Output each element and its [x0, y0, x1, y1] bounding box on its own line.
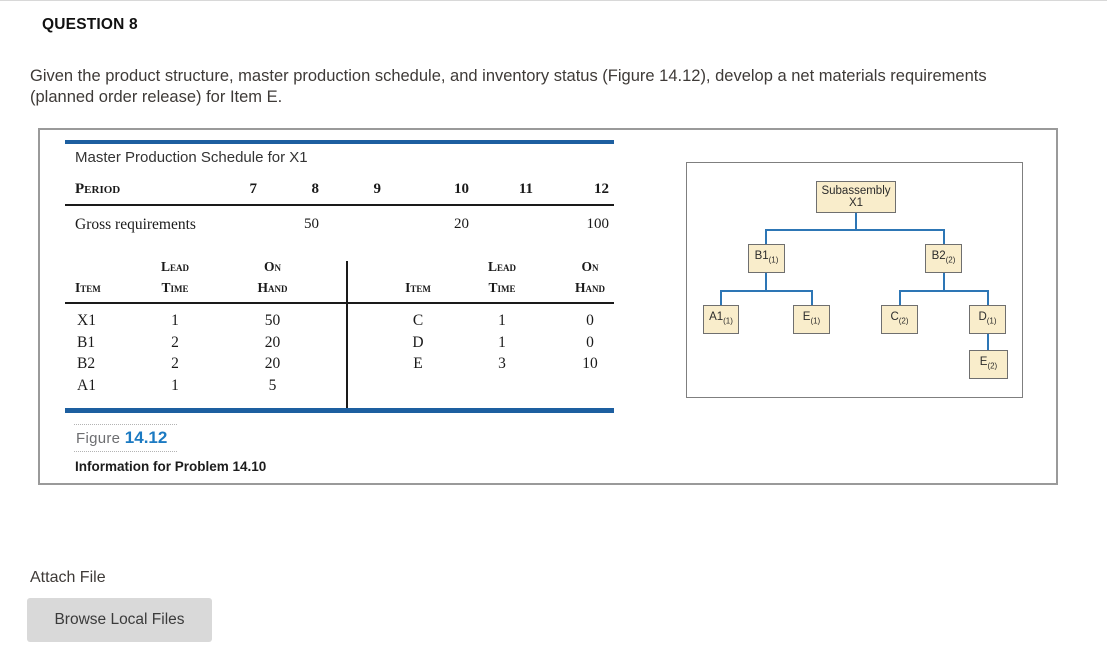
connector-d-e2-stem	[987, 334, 989, 351]
tree-node-a1: A1(1)	[703, 305, 739, 334]
mps-gross-row: 50 20 100	[65, 216, 614, 236]
mps-header-rule	[65, 204, 614, 206]
page-top-divider	[0, 0, 1107, 1]
inv-table-left: X1 1 50 B1 2 20 B2 2 20 A1 1 5	[75, 312, 330, 398]
inv-cell: 0	[586, 333, 594, 351]
figure-caption-word: Figure	[76, 430, 121, 447]
inv-cell: 20	[264, 333, 281, 351]
inv-cell: B2	[77, 355, 96, 372]
connector-b1-stem	[765, 273, 767, 291]
inv-cell: 0	[586, 312, 594, 329]
tree-node-x1-line1: Subassembly	[821, 185, 891, 197]
inv-cell: 3	[498, 355, 506, 372]
inv-cell: D	[412, 333, 424, 351]
inv-cell: 1	[171, 312, 179, 329]
product-structure-diagram: Subassembly X1 B1(1) B2(2) A1(1) E(1) C(…	[686, 162, 1023, 398]
inv-cell: 10	[582, 355, 598, 372]
tree-node-d: D(1)	[969, 305, 1006, 334]
mps-period-9: 9	[373, 181, 382, 197]
mps-period-7: 7	[249, 181, 258, 197]
inv-cell: C	[412, 312, 424, 329]
inv-left-item-header: Item	[75, 280, 101, 295]
inv-right-item-header: Item	[405, 280, 431, 295]
figure-caption-subtitle: Information for Problem 14.10	[75, 459, 267, 474]
tree-node-e2: E(2)	[969, 350, 1008, 379]
mps-gross-p12: 100	[586, 216, 610, 232]
tree-node-x1-line2: X1	[848, 197, 864, 209]
mps-period-row: 7 8 9 10 11 12	[65, 181, 614, 201]
tree-node-x1: Subassembly X1	[816, 181, 896, 213]
inv-bottom-rule	[65, 408, 614, 413]
inv-cell: E	[413, 355, 423, 372]
connector-b2-drop	[943, 229, 945, 245]
mps-gross-label: Gross requirements	[75, 216, 196, 233]
mps-gross-p8: 50	[304, 216, 319, 232]
connector-b1-drop	[765, 229, 767, 245]
inv-cell: 20	[264, 355, 281, 372]
connector-root-stem	[855, 213, 857, 230]
connector-b2-stem	[943, 273, 945, 291]
mps-period-label: Period	[75, 181, 121, 197]
inv-cell: B1	[77, 333, 96, 351]
mps-title: Master Production Schedule for X1	[75, 149, 308, 166]
inv-left-lead-header-2: Time	[161, 280, 189, 295]
inv-cell: 1	[498, 312, 506, 329]
inv-cell: 1	[498, 333, 506, 351]
inv-table-right: C 1 0 D 1 0 E 3 10	[380, 312, 632, 377]
connector-e1-drop	[811, 290, 813, 306]
tree-node-c: C(2)	[881, 305, 918, 334]
inv-cell: X1	[77, 312, 96, 329]
inv-right-lead-header-2: Time	[488, 280, 516, 295]
browse-local-files-button[interactable]: Browse Local Files	[27, 598, 212, 642]
inv-header-rule	[65, 302, 614, 304]
inv-cell: A1	[77, 376, 96, 394]
inv-cell: 2	[171, 355, 179, 372]
connector-b2-rail	[899, 290, 989, 292]
mps-period-12: 12	[594, 181, 609, 197]
inv-left-onhand-header-2: Hand	[257, 280, 288, 295]
tree-node-b1: B1(1)	[748, 244, 785, 273]
inv-cell: 2	[171, 333, 179, 351]
connector-b1-rail	[720, 290, 813, 292]
question-title: QUESTION 8	[42, 16, 138, 33]
connector-a1-drop	[720, 290, 722, 306]
inv-vertical-divider	[346, 261, 348, 411]
mps-period-10: 10	[454, 181, 469, 197]
tree-node-e1: E(1)	[793, 305, 830, 334]
inv-cell: 5	[268, 376, 277, 394]
connector-d-drop	[987, 290, 989, 306]
mps-period-8: 8	[311, 181, 320, 197]
mps-period-11: 11	[518, 181, 533, 197]
inv-right-onhand-header-1: On	[581, 259, 599, 274]
mps-top-rule	[65, 140, 614, 144]
inv-cell: 1	[171, 376, 179, 394]
inv-left-onhand-header-1: On	[263, 259, 281, 274]
question-text: Given the product structure, master prod…	[30, 67, 987, 106]
figure-caption: Figure 14.12	[74, 424, 178, 452]
attach-file-label: Attach File	[30, 569, 106, 586]
mps-gross-p10: 20	[454, 216, 469, 232]
figure-panel: Master Production Schedule for X1 Period…	[38, 128, 1058, 485]
connector-top-rail	[765, 229, 945, 231]
inv-cell: 50	[264, 312, 281, 329]
inv-right-onhand-header-2: Hand	[575, 280, 605, 295]
inv-left-lead-header-1: Lead	[160, 259, 189, 274]
connector-c-drop	[899, 290, 901, 306]
figure-caption-number: 14.12	[124, 428, 168, 447]
tree-node-b2: B2(2)	[925, 244, 962, 273]
inv-right-lead-header-1: Lead	[487, 259, 516, 274]
